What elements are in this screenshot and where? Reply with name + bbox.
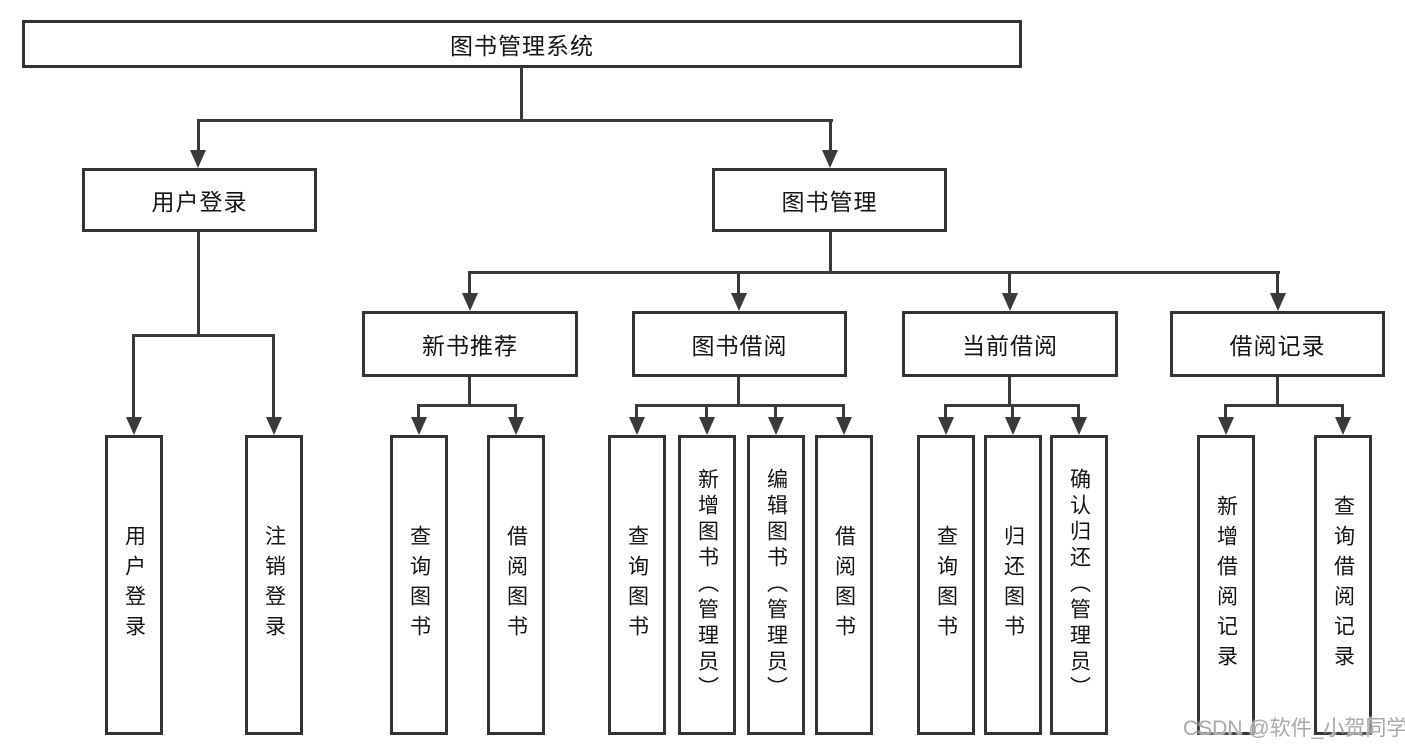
connector-drop-new-book: [468, 271, 471, 295]
node-root: 图书管理系统: [22, 20, 1022, 68]
arrowhead: [699, 417, 715, 435]
connector-root-stub: [520, 66, 523, 120]
connector-borrow-records-stub: [1276, 375, 1279, 407]
node-book-mgmt-label: 图书管理: [781, 189, 878, 215]
connector-drop-current-borrow: [1008, 271, 1011, 295]
connector-root-branch: [197, 119, 833, 122]
connector-drop: [1011, 404, 1014, 419]
arrowhead: [1335, 417, 1351, 435]
leaf-edit-book-admin-label: 编辑图书（管理员）: [764, 468, 788, 702]
node-book-mgmt: 图书管理: [712, 168, 947, 232]
connector-drop: [774, 404, 777, 419]
leaf-return-book-label: 归还图书: [1001, 525, 1025, 645]
leaf-add-borrow-record: 新增借阅记录: [1197, 435, 1255, 735]
connector-drop-book-mgmt: [829, 119, 832, 152]
leaf-add-book-admin-label: 新增图书（管理员）: [695, 468, 719, 702]
connector-book-borrow-stub: [737, 375, 740, 407]
arrowhead-new-book: [462, 293, 478, 311]
connector-book-mgmt-branch: [468, 271, 1280, 274]
leaf-user-login: 用户登录: [105, 435, 163, 735]
node-borrow-records: 借阅记录: [1170, 311, 1385, 377]
node-new-book-rec-label: 新书推荐: [422, 333, 518, 359]
csdn-watermark: CSDN @软件_小贺同学: [1183, 717, 1405, 740]
leaf-logout: 注销登录: [245, 435, 303, 735]
connector-user-login-branch: [132, 334, 275, 337]
leaf-borrow-query-book: 查询图书: [608, 435, 666, 735]
leaf-user-login-label: 用户登录: [122, 525, 146, 645]
leaf-return-book: 归还图书: [984, 435, 1042, 735]
leaf-current-query-book-label: 查询图书: [934, 525, 958, 645]
leaf-borrow-book-label: 借阅图书: [832, 525, 856, 645]
node-new-book-rec: 新书推荐: [362, 311, 578, 377]
arrowhead: [508, 417, 524, 435]
connector-drop-book-borrow: [737, 271, 740, 295]
leaf-query-borrow-record: 查询借阅记录: [1314, 435, 1372, 735]
connector-user-login-stub: [197, 230, 200, 337]
connector-drop-leaf-logout: [272, 334, 275, 419]
connector-drop: [514, 404, 517, 419]
connector-new-book-branch: [417, 404, 517, 407]
arrowhead-user-login: [190, 150, 206, 168]
connector-drop-user-login: [197, 119, 200, 152]
arrowhead: [629, 417, 645, 435]
leaf-add-book-admin: 新增图书（管理员）: [678, 435, 736, 735]
connector-book-mgmt-stub: [829, 230, 832, 274]
leaf-add-borrow-record-label: 新增借阅记录: [1214, 495, 1238, 675]
connector-drop: [705, 404, 708, 419]
arrowhead: [938, 417, 954, 435]
connector-new-book-stub: [468, 375, 471, 407]
node-book-borrow-label: 图书借阅: [691, 333, 788, 359]
connector-drop: [1341, 404, 1344, 419]
leaf-newrec-borrow-book: 借阅图书: [487, 435, 545, 735]
arrowhead: [836, 417, 852, 435]
connector-borrow-records-branch: [1224, 404, 1344, 407]
node-user-login-label: 用户登录: [151, 189, 248, 215]
arrowhead-leaf-logout: [266, 417, 282, 435]
leaf-newrec-query-book-label: 查询图书: [407, 525, 431, 645]
arrowhead: [1071, 417, 1087, 435]
arrowhead-book-mgmt: [822, 150, 838, 168]
arrowhead-borrow-records: [1270, 293, 1286, 311]
connector-drop: [944, 404, 947, 419]
node-book-borrow: 图书借阅: [632, 311, 847, 377]
leaf-borrow-query-book-label: 查询图书: [625, 525, 649, 645]
leaf-edit-book-admin: 编辑图书（管理员）: [747, 435, 805, 735]
leaf-confirm-return-admin: 确认归还（管理员）: [1050, 435, 1108, 735]
leaf-query-borrow-record-label: 查询借阅记录: [1331, 495, 1355, 675]
connector-drop: [842, 404, 845, 419]
connector-drop: [1224, 404, 1227, 419]
node-root-label: 图书管理系统: [450, 33, 594, 59]
leaf-confirm-return-admin-label: 确认归还（管理员）: [1067, 468, 1091, 702]
leaf-newrec-query-book: 查询图书: [390, 435, 448, 735]
arrowhead-leaf-login: [126, 417, 142, 435]
node-current-borrow-label: 当前借阅: [962, 333, 1058, 359]
connector-drop: [417, 404, 420, 419]
node-borrow-records-label: 借阅记录: [1229, 333, 1326, 359]
node-current-borrow: 当前借阅: [902, 311, 1118, 377]
arrowhead: [768, 417, 784, 435]
connector-drop: [635, 404, 638, 419]
leaf-current-query-book: 查询图书: [917, 435, 975, 735]
connector-book-borrow-branch: [635, 404, 845, 407]
connector-drop: [1077, 404, 1080, 419]
connector-current-borrow-stub: [1008, 375, 1011, 407]
leaf-newrec-borrow-book-label: 借阅图书: [504, 525, 528, 645]
leaf-logout-label: 注销登录: [262, 525, 286, 645]
arrowhead: [1005, 417, 1021, 435]
connector-drop-borrow-records: [1276, 271, 1279, 295]
arrowhead-current-borrow: [1002, 293, 1018, 311]
leaf-borrow-book: 借阅图书: [815, 435, 873, 735]
connector-drop-leaf-login: [132, 334, 135, 419]
arrowhead-book-borrow: [731, 293, 747, 311]
arrowhead: [411, 417, 427, 435]
node-user-login: 用户登录: [82, 168, 317, 232]
arrowhead: [1218, 417, 1234, 435]
